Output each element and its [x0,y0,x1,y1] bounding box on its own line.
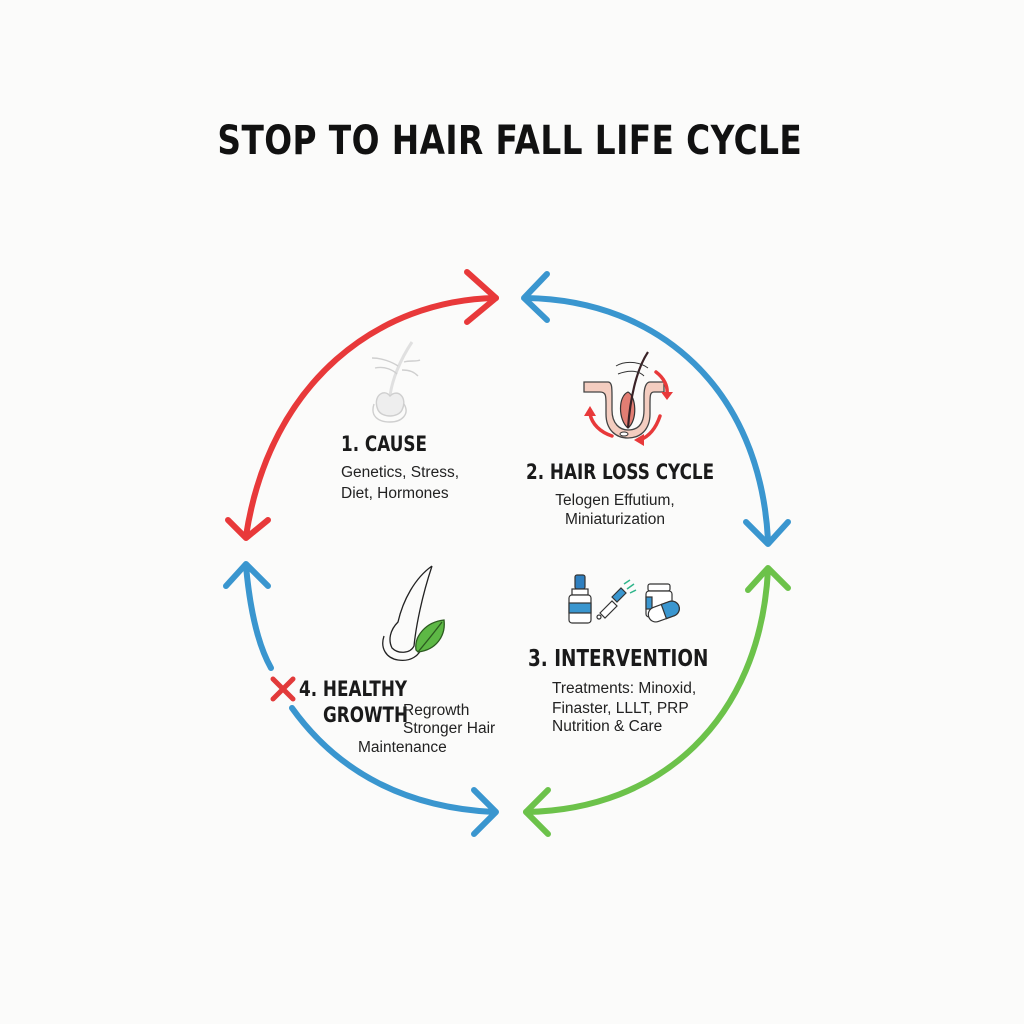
stage-2-desc-line-1: Telogen Effutium, [555,492,675,509]
stage-4-desc-line-3: Maintenance [358,739,447,756]
stage-3-desc-line-2: Finaster, LLLT, PRP [552,700,689,717]
dropper-icon [596,579,637,620]
hair-loss-arrow [521,271,791,547]
cause-arrow [225,269,499,541]
healthy-growth-arrow [223,561,499,837]
treatment-icons [568,574,680,624]
broken-cycle-x-icon [270,676,296,702]
stage-2-heading: 2. HAIR LOSS CYCLE [526,460,715,484]
pill-jar-icon [645,583,680,623]
stage-3-heading: 3. INTERVENTION [528,646,709,672]
stage-1-desc-line-2: Diet, Hormones [341,485,449,502]
hair-follicle-icon [371,341,421,423]
stage-4-desc-line-2: Stronger Hair [403,720,496,737]
hair-leaf-icon [382,565,445,662]
follicle-cycle-icon [583,351,673,446]
stage-2-desc-line-2: Miniaturization [565,511,665,528]
stage-3-desc-line-1: Treatments: Minoxid, [552,680,697,697]
stage-4-heading-line-1: 4. HEALTHY [299,677,408,701]
stage-4-heading-line-2: GROWTH [323,703,409,727]
stage-1-desc-line-1: Genetics, Stress, [341,464,460,481]
stage-3-desc-line-3: Nutrition & Care [552,718,663,735]
stage-4-desc-line-1: Regrowth [403,702,470,719]
intervention-arrow [523,565,791,837]
stage-1-heading: 1. CAUSE [341,432,427,456]
diagram-title: STOP TO HAIR FALL LIFE CYCLE [217,118,803,164]
serum-bottle-icon [568,574,592,624]
